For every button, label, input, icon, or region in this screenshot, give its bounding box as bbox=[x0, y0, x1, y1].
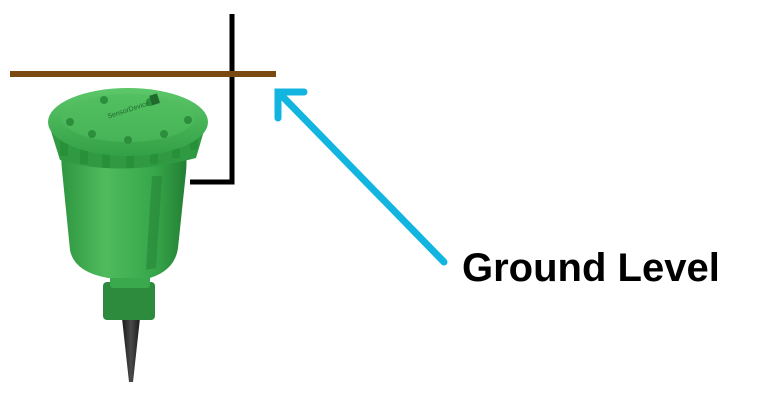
arrow-icon bbox=[274, 88, 448, 266]
soil-sensor-icon: SensorDevice bbox=[48, 88, 208, 382]
ground-level-label: Ground Level bbox=[462, 246, 720, 290]
cable-line bbox=[190, 14, 235, 185]
